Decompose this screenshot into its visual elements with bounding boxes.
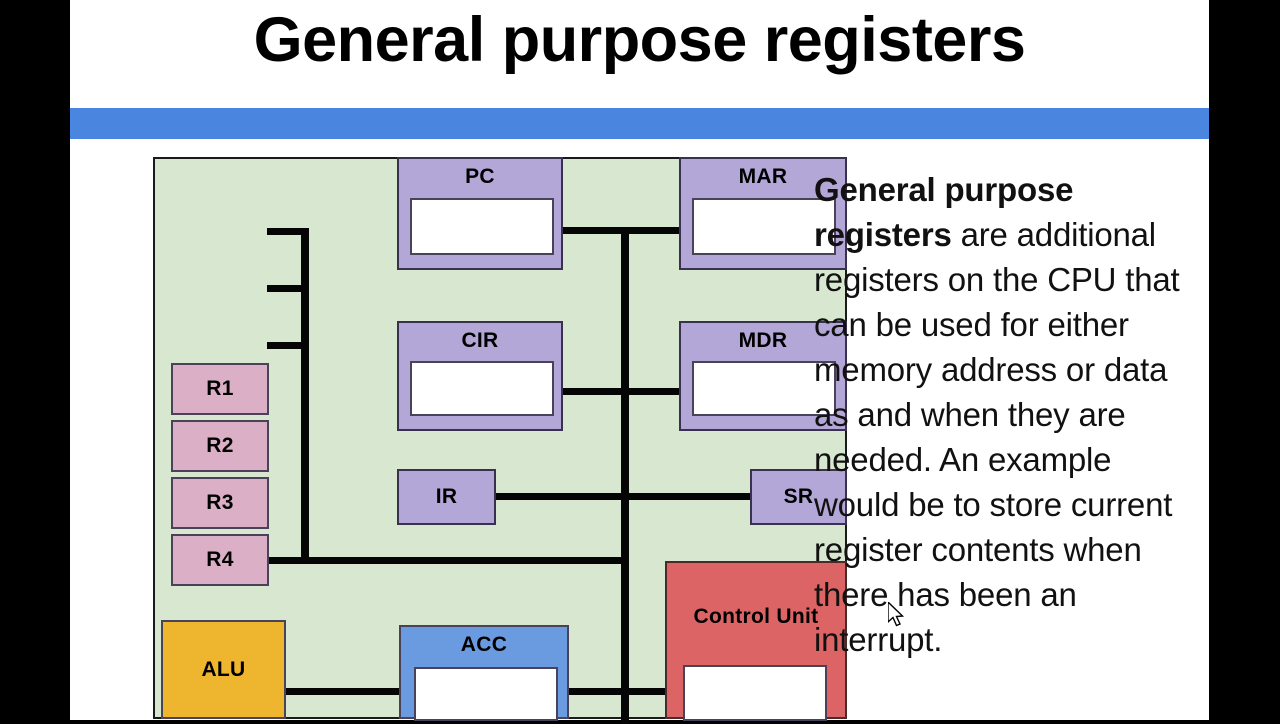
wire-alu-to-acc [284,688,408,695]
wire-bus-to-mar [623,227,689,234]
register-mdr[interactable]: MDR [679,321,847,431]
accumulator-value-slot[interactable] [414,667,558,721]
accumulator-block[interactable]: ACC [399,625,569,721]
general-register-r1-label: R1 [206,377,234,400]
register-mdr-label: MDR [738,329,788,352]
control-unit-block[interactable]: Control Unit [665,561,847,721]
general-register-r1[interactable]: R1 [171,363,269,415]
control-unit-label: Control Unit [693,605,819,628]
register-mar[interactable]: MAR [679,157,847,270]
general-register-r3[interactable]: R3 [171,477,269,529]
register-mar-value-slot[interactable] [692,198,836,255]
wire-r1-to-trunk [267,228,307,235]
general-register-r4[interactable]: R4 [171,534,269,586]
register-sr-label: SR [783,485,814,508]
register-pc-label: PC [465,165,495,188]
slide: General purpose registers PC [70,0,1209,724]
alu-block[interactable]: ALU [161,620,286,719]
wire-r4-to-bus [267,557,627,564]
general-register-r4-label: R4 [206,548,234,571]
letterbox-bar-left [0,0,70,720]
register-pc[interactable]: PC [397,157,563,270]
control-unit-value-slot[interactable] [683,665,827,721]
page-title: General purpose registers [253,5,1026,75]
register-mdr-value-slot[interactable] [692,361,836,416]
register-sr[interactable]: SR [750,469,847,525]
accumulator-label: ACC [460,633,508,656]
wire-bus-to-mdr [623,388,689,395]
register-ir[interactable]: IR [397,469,496,525]
description-lead-bold: General purpose registers [814,171,1074,253]
general-register-r2[interactable]: R2 [171,420,269,472]
accent-divider-bar [70,108,1209,139]
description-rest: are additional registers on the CPU that… [814,216,1180,658]
alu-label: ALU [201,657,246,681]
general-register-r3-label: R3 [206,491,234,514]
wire-regfile-trunk [301,228,309,564]
description-paragraph: General purpose registers are additional… [814,167,1194,662]
wire-pc-to-bus [559,227,627,234]
register-cir[interactable]: CIR [397,321,563,431]
cpu-diagram: PC MAR CIR MDR IR [153,157,848,724]
register-cir-value-slot[interactable] [410,361,554,416]
wire-ir-to-sr [413,493,753,500]
register-pc-value-slot[interactable] [410,198,554,255]
register-cir-label: CIR [461,329,499,352]
wire-r3-to-trunk [267,342,307,349]
register-ir-label: IR [435,485,458,508]
general-register-r2-label: R2 [206,434,234,457]
letterbox-bar-right [1209,0,1280,720]
wire-acc-to-cu [567,688,727,695]
register-mar-label: MAR [738,165,788,188]
wire-r2-to-trunk [267,285,307,292]
wire-cir-to-bus [559,388,627,395]
wire-bus-vertical [621,227,629,724]
